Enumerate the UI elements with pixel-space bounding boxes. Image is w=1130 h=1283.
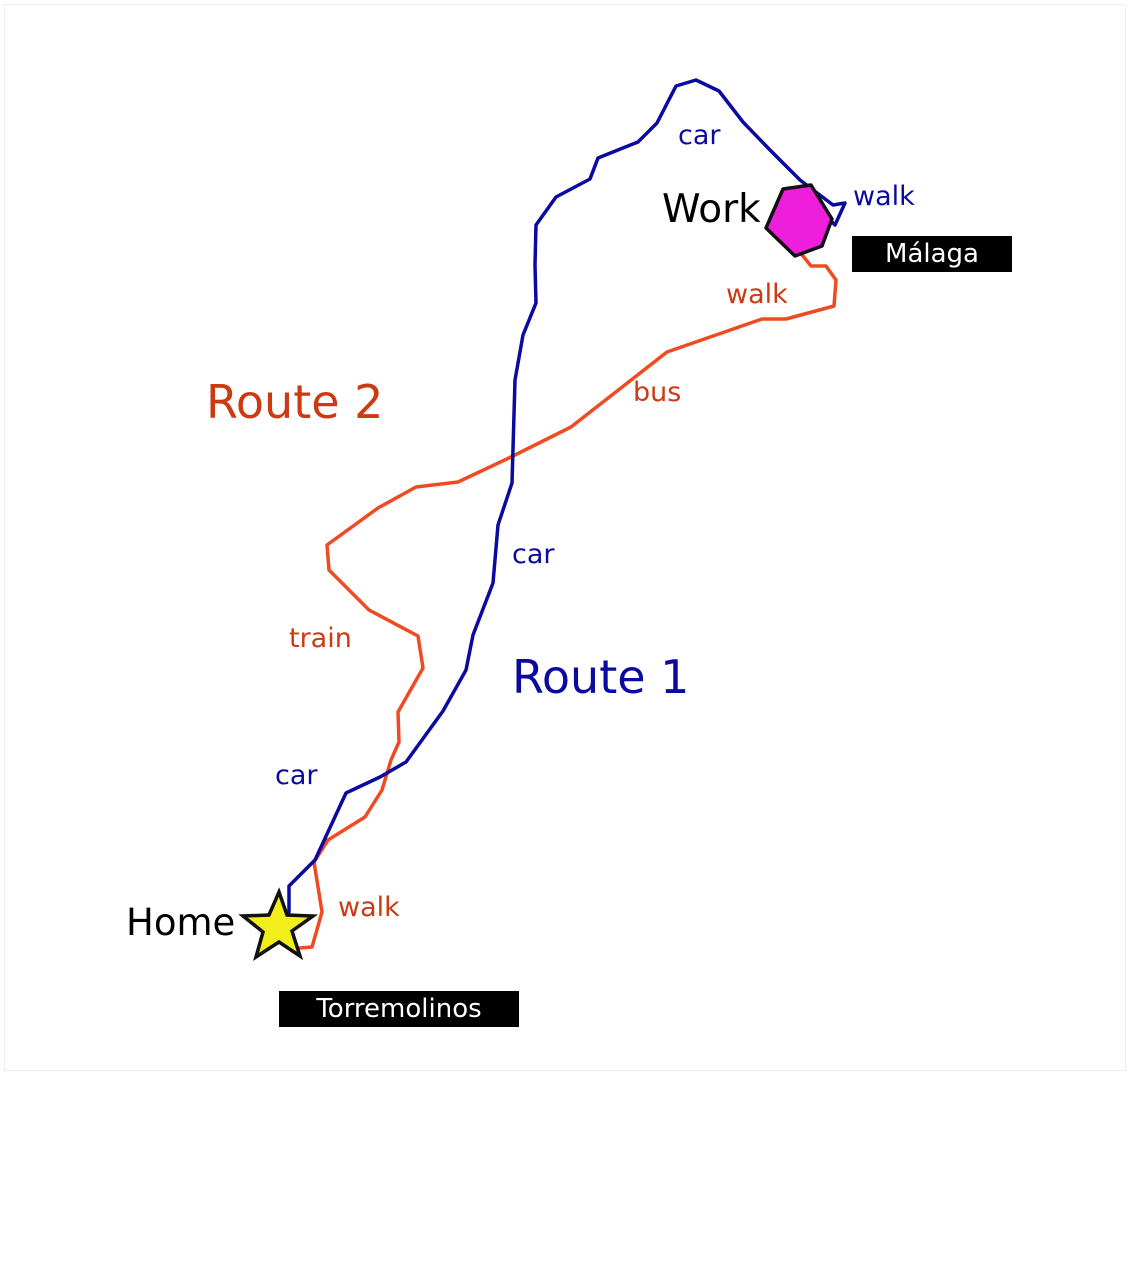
- route-2-title: Route 2: [206, 375, 383, 429]
- city-label-malaga-background: [852, 236, 1012, 272]
- city-label-torremolinos: Torremolinos: [279, 991, 519, 1027]
- route-1-segment-car-top: car: [678, 120, 721, 151]
- route-2-segment-walk-start: walk: [338, 892, 400, 923]
- route-1-path: [287, 78, 847, 914]
- city-label-malaga-text: Málaga: [885, 239, 979, 269]
- map-panel: [4, 4, 1126, 1071]
- city-label-torremolinos-background: [279, 991, 519, 1027]
- city-label-malaga: Málaga: [852, 236, 1012, 272]
- route-2-segment-walk-end: walk: [726, 279, 788, 310]
- route-2-path: [298, 245, 838, 950]
- home-label: Home: [126, 901, 235, 944]
- route-1-segment-walk-end: walk: [853, 181, 915, 212]
- route-2-segment-train: train: [289, 623, 352, 654]
- home-star-icon: [238, 887, 319, 962]
- route-1-title: Route 1: [512, 650, 689, 704]
- route-1-segment-car-middle: car: [512, 539, 555, 570]
- work-hexagon-icon: [764, 183, 834, 258]
- work-label: Work: [662, 187, 761, 232]
- city-label-torremolinos-text: Torremolinos: [315, 994, 481, 1024]
- route-2-segment-bus: bus: [633, 377, 681, 408]
- route-1-segment-car-start: car: [275, 760, 318, 791]
